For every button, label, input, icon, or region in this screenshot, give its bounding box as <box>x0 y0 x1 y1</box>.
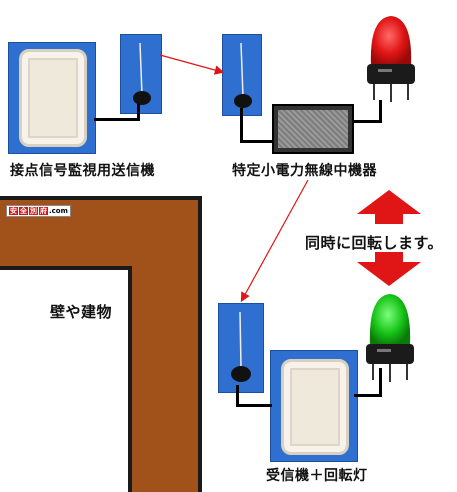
repeater-grille <box>278 110 348 148</box>
antenna-icon <box>133 42 151 105</box>
wire <box>352 120 382 123</box>
receiver-box <box>281 359 349 455</box>
site-logo: 安全別府.com <box>6 205 71 217</box>
wall-label: 壁や建物 <box>50 303 113 321</box>
wire <box>94 118 140 121</box>
wall-fill-side <box>132 200 198 492</box>
transmitter-box <box>19 49 87 147</box>
receiver-photo <box>270 350 358 462</box>
antenna-icon <box>234 42 252 108</box>
repeater-antenna-photo <box>222 34 262 116</box>
repeater-box <box>272 104 354 154</box>
red-beacon-icon <box>367 16 415 102</box>
wire <box>236 404 272 407</box>
wire <box>379 368 382 397</box>
wire <box>379 100 382 123</box>
wire <box>236 385 239 407</box>
antenna-icon <box>231 311 251 382</box>
sync-double-arrow-icon <box>357 190 421 286</box>
wire <box>354 394 382 397</box>
receiver-label: 受信機＋回転灯 <box>266 468 368 484</box>
rotating-label: 同時に回転します。 <box>305 234 444 252</box>
green-beacon-icon <box>366 294 414 382</box>
wire <box>240 140 276 143</box>
receiver-antenna-photo <box>218 303 264 393</box>
transmitter-antenna-photo <box>120 34 162 114</box>
wire <box>137 104 140 121</box>
transmitter-label: 接点信号監視用送信機 <box>10 163 155 179</box>
wire <box>240 108 243 142</box>
transmitter-photo <box>8 42 96 154</box>
repeater-label: 特定小電力無線中機器 <box>232 163 377 179</box>
